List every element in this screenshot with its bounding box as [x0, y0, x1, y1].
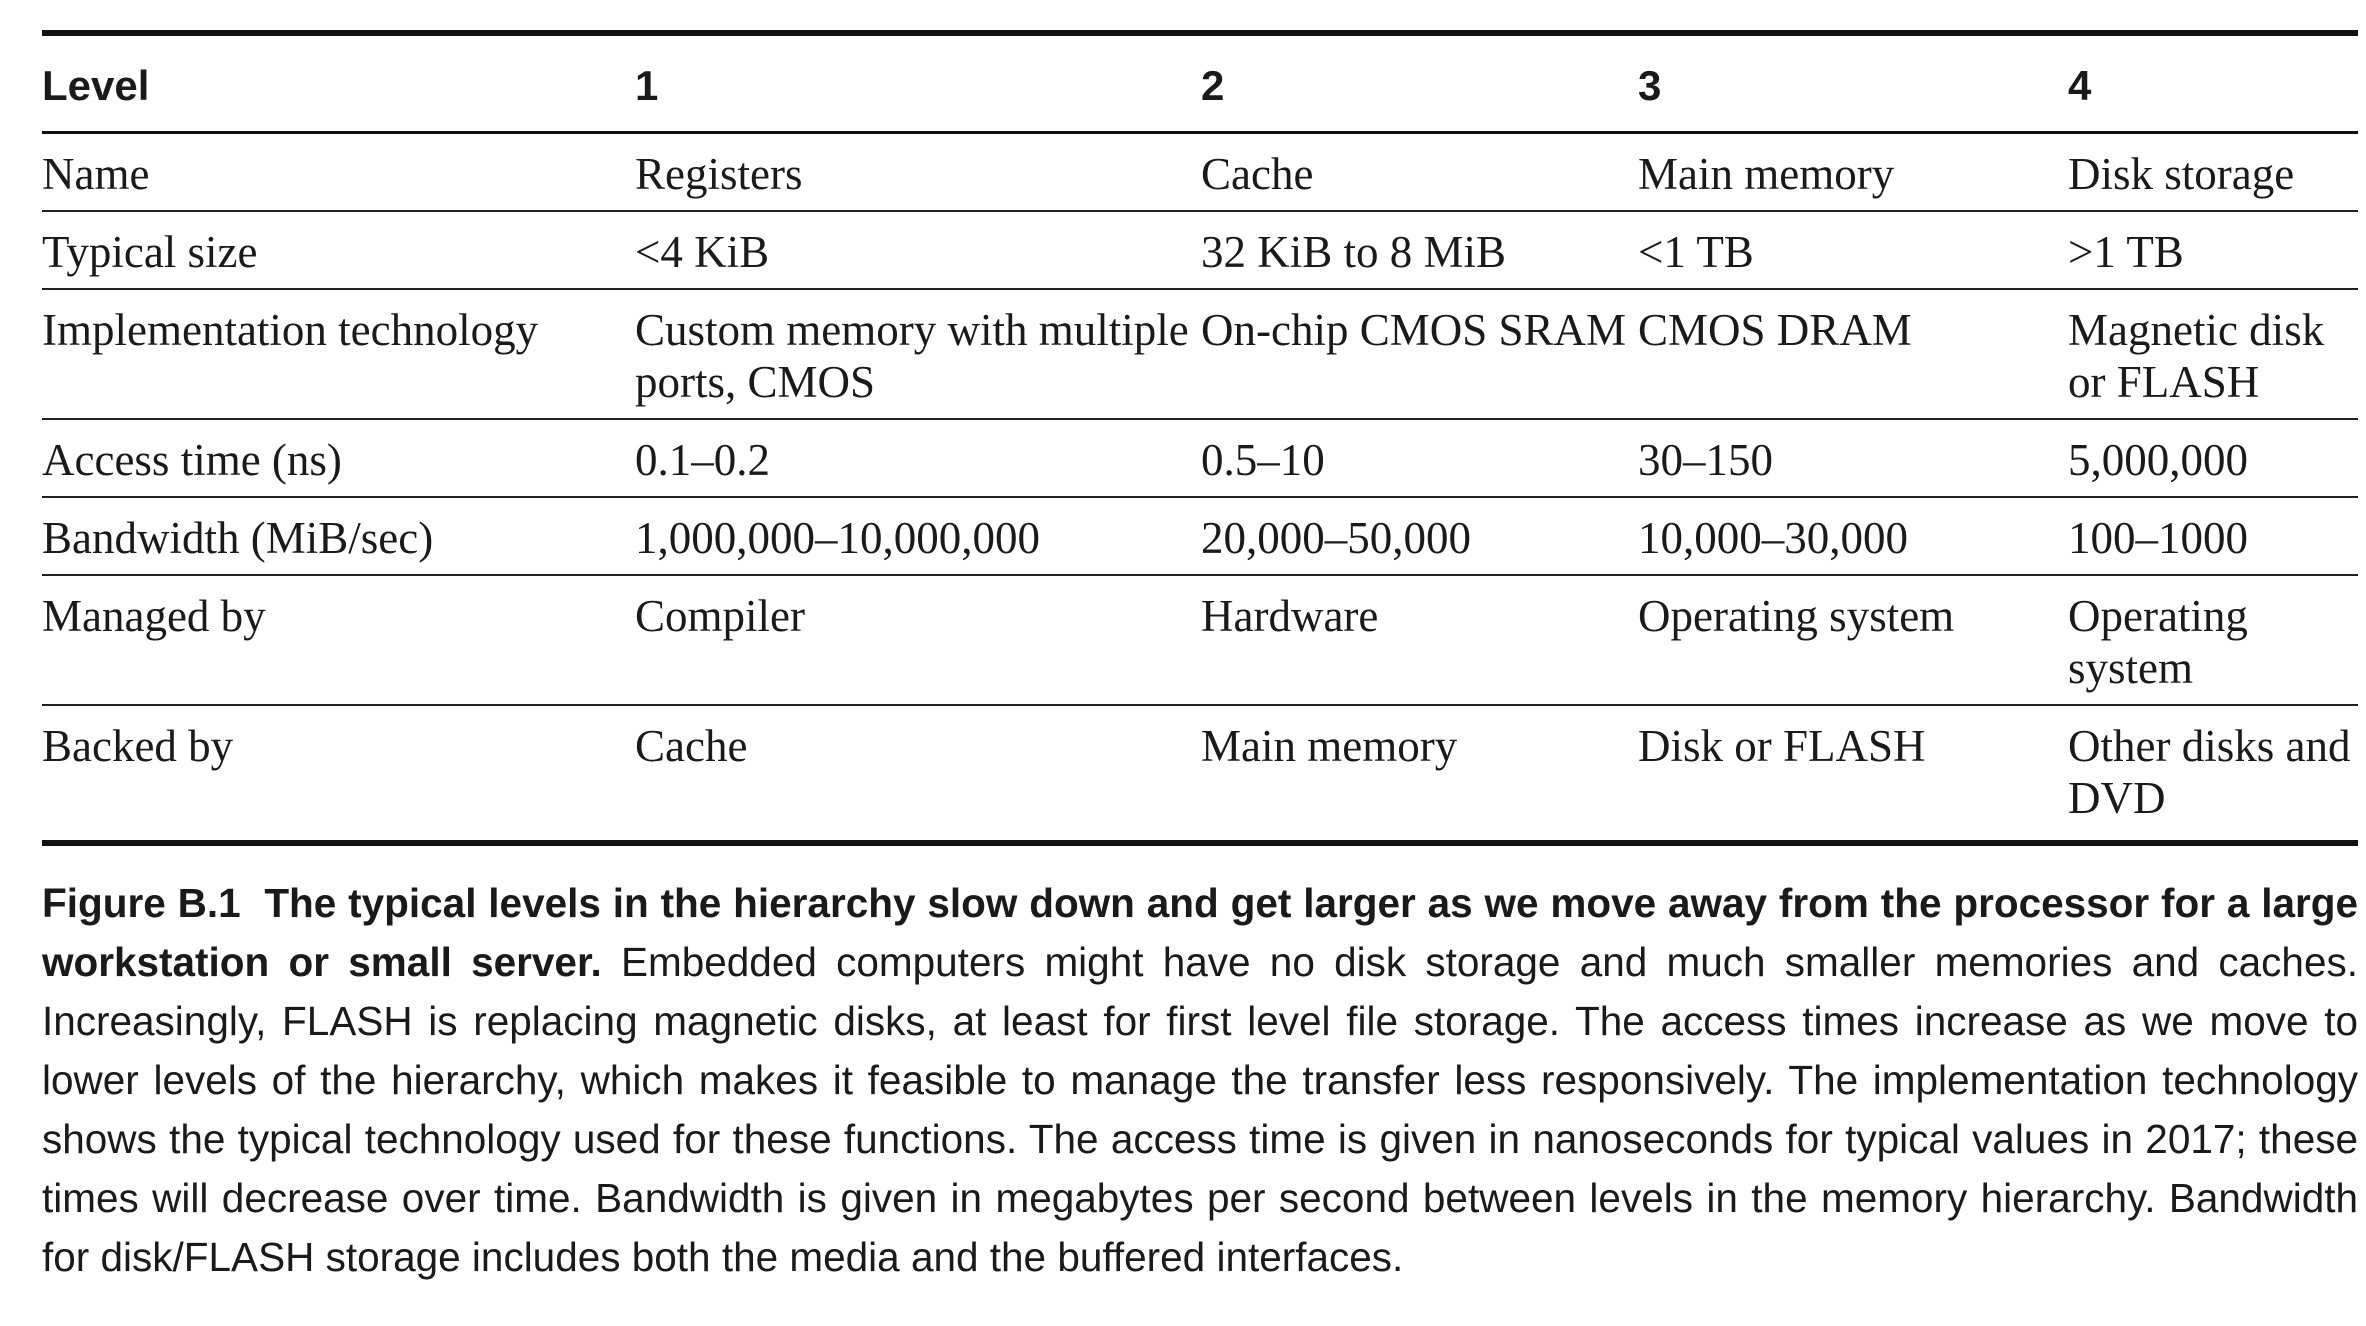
row-label-managed-by: Managed by [42, 575, 635, 706]
table-cell: 5,000,000 [2068, 419, 2358, 498]
table-cell: Disk or FLASH [1638, 721, 1926, 771]
header-cell-level: Level [42, 33, 635, 134]
row-label-typical-size: Typical size [42, 211, 635, 290]
table-cell: 32 KiB to 8 MiB [1201, 211, 1638, 290]
table-cell: CMOS DRAM [1638, 289, 2068, 420]
table-cell: Compiler [635, 575, 1201, 706]
table-cell: 100–1000 [2068, 497, 2358, 576]
table-row: Backed by Cache Main memory Disk or FLAS… [42, 705, 2358, 843]
header-cell-3: 3 [1638, 33, 2068, 134]
row-label-name: Name [42, 132, 635, 212]
table-cell: Other disks and DVD [2068, 721, 2351, 823]
table-cell: Registers [635, 132, 1201, 212]
table-cell: 1,000,000–10,000,000 [635, 497, 1201, 576]
row-label-implementation-technology: Implementation technology [42, 289, 635, 420]
table-row: Managed by Compiler Hardware Operating s… [42, 575, 2358, 706]
table-cell: Custom memory with multiple ports, CMOS [635, 289, 1201, 420]
table-row: Name Registers Cache Main memory Disk st… [42, 132, 2358, 212]
caption-lead: The typical levels in the hierarchy slow… [42, 880, 2358, 985]
memory-hierarchy-table: Level 1 2 3 4 Name Registers Cache Main … [42, 30, 2358, 846]
table-row: Access time (ns) 0.1–0.2 0.5–10 30–150 5… [42, 419, 2358, 498]
table-row: Bandwidth (MiB/sec) 1,000,000–10,000,000… [42, 497, 2358, 576]
table-cell: 20,000–50,000 [1201, 497, 1638, 576]
header-cell-4: 4 [2068, 33, 2358, 134]
table-cell: <4 KiB [635, 211, 1201, 290]
table-cell: Disk storage [2068, 132, 2358, 212]
caption-body: Embedded computers might have no disk st… [42, 939, 2358, 1280]
table-cell: Hardware [1201, 575, 1638, 706]
figure: Level 1 2 3 4 Name Registers Cache Main … [42, 30, 2358, 1287]
row-label-access-time: Access time (ns) [42, 419, 635, 498]
table-cell: 30–150 [1638, 419, 2068, 498]
table-cell: >1 TB [2068, 211, 2358, 290]
table-header-row: Level 1 2 3 4 [42, 33, 2358, 134]
row-label-bandwidth: Bandwidth (MiB/sec) [42, 497, 635, 576]
table-cell: Main memory [1201, 721, 1458, 771]
table-row: Typical size <4 KiB 32 KiB to 8 MiB <1 T… [42, 211, 2358, 290]
caption-label: Figure B.1 [42, 880, 241, 926]
header-cell-2: 2 [1201, 33, 1638, 134]
figure-caption: Figure B.1 The typical levels in the hie… [42, 874, 2358, 1287]
table-row: Implementation technology Custom memory … [42, 289, 2358, 420]
table-cell: Magnetic disk or FLASH [2068, 289, 2358, 420]
table-cell: Operating system [1638, 575, 2068, 706]
table-cell: <1 TB [1638, 211, 2068, 290]
table-cell: Main memory [1638, 132, 2068, 212]
table-cell: Cache [635, 721, 748, 771]
table-cell: Cache [1201, 132, 1638, 212]
table-cell: Operating system [2068, 575, 2358, 706]
table-cell: On-chip CMOS SRAM [1201, 289, 1638, 420]
table-cell: 10,000–30,000 [1638, 497, 2068, 576]
row-label-backed-by: Backed by [42, 721, 234, 771]
table-cell: 0.5–10 [1201, 419, 1638, 498]
header-cell-1: 1 [635, 33, 1201, 134]
table-cell: 0.1–0.2 [635, 419, 1201, 498]
